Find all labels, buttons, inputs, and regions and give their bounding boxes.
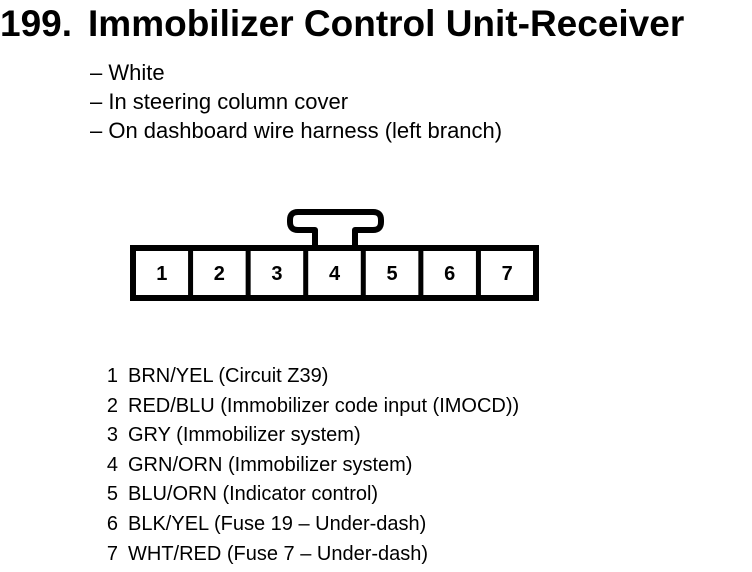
pin-row: 3 GRY (Immobilizer system)	[104, 421, 519, 451]
title-number: 199.	[0, 3, 73, 44]
pin-number: 2	[106, 394, 118, 417]
pin-row: 2 RED/BLU (Immobilizer code input (IMOCD)…	[104, 392, 519, 422]
spec-harness: – On dashboard wire harness (left branch…	[90, 118, 503, 143]
title-text: Immobilizer Control Unit-Receiver	[88, 3, 685, 44]
connector-housing	[130, 245, 539, 301]
pin-number: 3	[106, 424, 118, 447]
terminal-dividers	[188, 248, 481, 298]
pin-number: 4	[106, 453, 118, 476]
pin-description: WHT/RED (Fuse 7 – Under-dash)	[128, 542, 429, 565]
connector-latch	[287, 209, 384, 248]
pin-row: 1 BRN/YEL (Circuit Z39)	[104, 362, 519, 392]
terminal-label-2: 2	[214, 263, 225, 285]
pin-list: 1 BRN/YEL (Circuit Z39) 2 RED/BLU (Immobil…	[104, 362, 519, 569]
pin-number: 6	[106, 512, 118, 535]
terminal-label-3: 3	[271, 263, 282, 285]
pin-description: GRN/ORN (Immobilizer system)	[128, 453, 413, 476]
pin-description: BLU/ORN (Indicator control)	[128, 483, 379, 506]
pin-number: 1	[106, 365, 118, 387]
terminal-label-1: 1	[156, 263, 167, 285]
pin-description: RED/BLU (Immobilizer code input (IMOCD))	[128, 394, 520, 417]
terminal-label-7: 7	[502, 263, 513, 285]
pin-description: GRY (Immobilizer system)	[128, 424, 361, 447]
terminal-label-4: 4	[329, 263, 341, 285]
terminal-labels: 1 2 3 4 5 6 7	[156, 263, 513, 285]
pin-row: 6 BLK/YEL (Fuse 19 – Under-dash)	[104, 510, 519, 540]
terminal-label-6: 6	[444, 263, 455, 285]
spec-location: – In steering column cover	[90, 89, 349, 114]
pin-number: 7	[106, 542, 118, 565]
pin-description: BLK/YEL (Fuse 19 – Under-dash)	[128, 512, 427, 535]
connector-specs: – White – In steering column cover – On …	[90, 58, 502, 145]
pin-row: 4 GRN/ORN (Immobilizer system)	[104, 451, 519, 481]
page-title: 199. Immobilizer Control Unit-Receiver	[0, 2, 684, 46]
pin-description: BRN/YEL (Circuit Z39)	[128, 365, 329, 387]
pin-row: 5 BLU/ORN (Indicator control)	[104, 480, 519, 510]
terminal-label-5: 5	[387, 263, 398, 285]
pin-number: 5	[106, 483, 118, 506]
pin-row: 7 WHT/RED (Fuse 7 – Under-dash)	[104, 540, 519, 570]
spec-color: – White	[90, 60, 165, 85]
